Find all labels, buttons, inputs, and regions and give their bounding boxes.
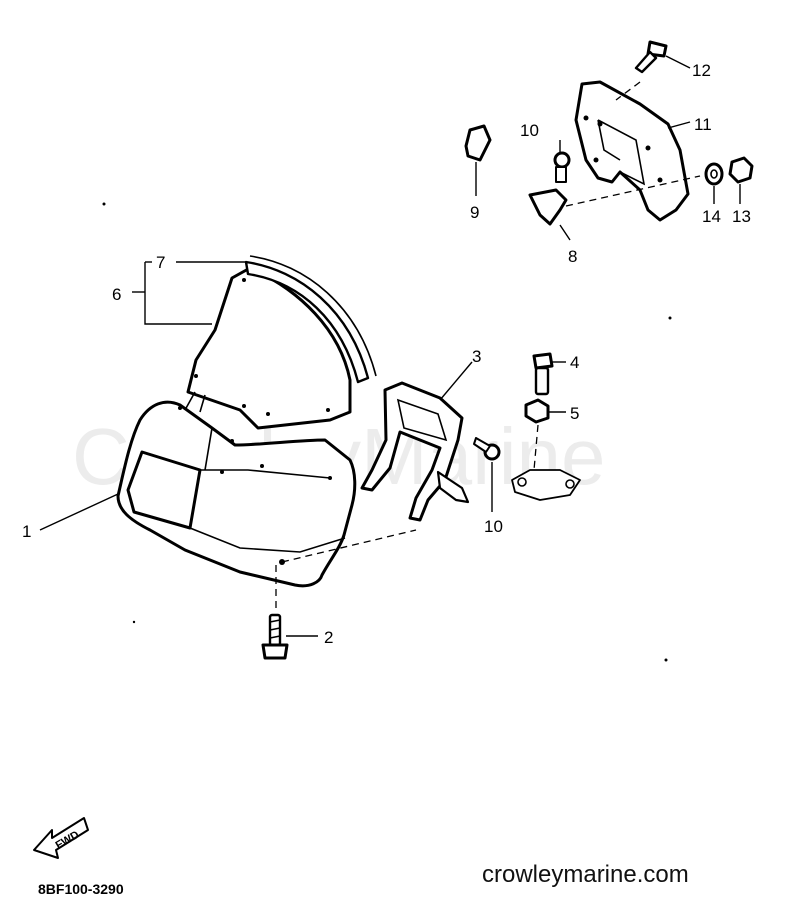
part-4-screw[interactable] [532,352,554,396]
part-5-nut[interactable] [524,398,550,424]
part-13-nut[interactable] [728,156,754,184]
callout-4: 4 [570,353,579,372]
website-text: crowleymarine.com [482,861,689,888]
part-12-bolt[interactable] [634,40,668,74]
part-10-screw-lower[interactable] [473,437,501,461]
part-11-plate[interactable] [574,80,690,222]
callout-14: 14 [702,207,721,226]
callout-7: 7 [156,253,165,272]
part-9-clip[interactable] [464,124,492,162]
part-14-washer[interactable] [704,162,724,186]
callout-8: 8 [568,247,577,266]
forward-arrow-icon: FWD [33,817,89,859]
part-2-bolt[interactable] [261,613,289,660]
part-7-trim-strip[interactable] [244,255,377,384]
callout-10-upper: 10 [520,121,539,140]
callout-10-lower: 10 [484,517,503,536]
part-10-screw-upper[interactable] [553,151,571,183]
callout-1: 1 [22,522,31,541]
callout-3: 3 [472,347,481,366]
diagram-code: 8BF100-3290 [38,881,124,897]
callout-13: 13 [732,207,751,226]
callout-11: 11 [694,115,712,134]
fwd-label: FWD [54,829,82,852]
part-1-cover[interactable] [116,400,357,588]
callout-12: 12 [692,61,711,80]
callout-6: 6 [112,285,121,304]
callout-9: 9 [470,203,479,222]
mount-plate[interactable] [511,469,581,501]
part-3-bracket[interactable] [360,381,470,522]
callout-5: 5 [570,404,579,423]
part-8-clip[interactable] [528,188,568,226]
callout-2: 2 [324,628,333,647]
